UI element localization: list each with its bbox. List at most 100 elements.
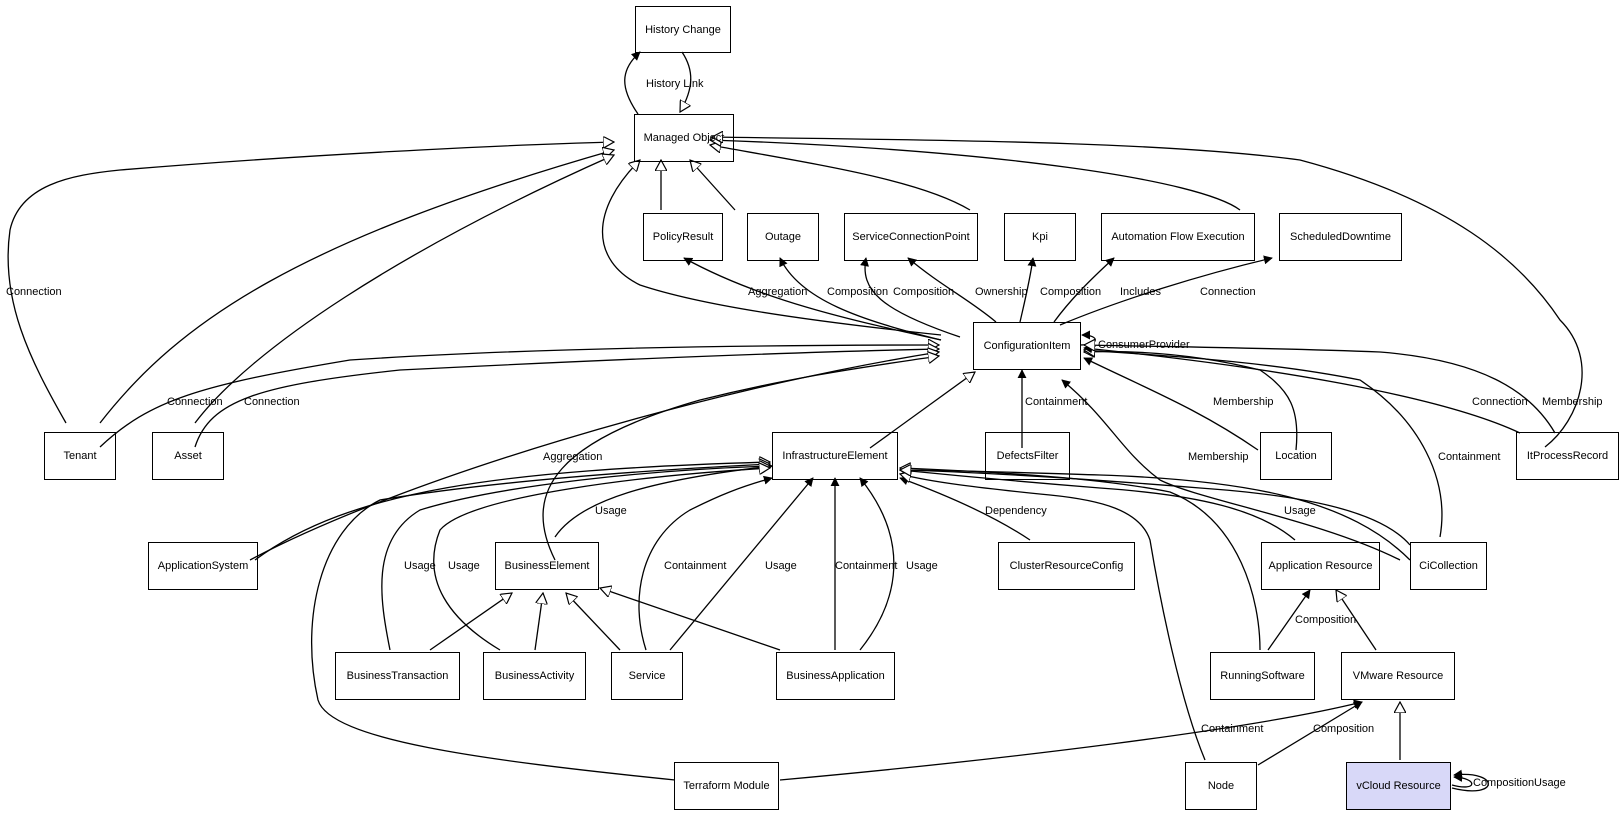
label-usage-appres: Usage [1284,505,1316,517]
node-tenant[interactable]: Tenant [44,432,116,480]
edge-service-bizel [566,593,621,651]
edge-ci-scp-comp [860,257,961,338]
label-consumer-provider: ConsumerProvider [1098,339,1190,351]
edge-kpi-mo [710,145,971,211]
edge-tenant-ci [99,345,939,448]
node-automation-flow-execution[interactable]: Automation Flow Execution [1101,213,1255,261]
edge-location-ci [1083,357,1259,451]
label-composition-vcloud: Composition [1473,777,1534,789]
label-composition-runsw: Composition [1295,614,1356,626]
edge-bizapp-infra-usage [859,477,895,651]
label-includes: Includes [1120,286,1161,298]
node-cluster-resource-config[interactable]: ClusterResourceConfig [998,542,1135,590]
edge-vcloud-self-usage [1451,769,1489,792]
label-composition-scp: Composition [893,286,954,298]
node-vmware-resource[interactable]: VMware Resource [1341,652,1455,700]
edge-ci-sched [1059,255,1273,326]
node-ci-collection[interactable]: CiCollection [1410,542,1487,590]
edge-bizel-ci [542,356,939,561]
node-business-transaction[interactable]: BusinessTransaction [335,652,460,700]
node-application-system[interactable]: ApplicationSystem [148,542,258,590]
edge-itprocess-ci [1083,344,1521,434]
edge-cicoll-ci-2 [1084,350,1443,538]
node-vcloud-resource[interactable]: vCloud Resource [1346,762,1451,810]
node-application-resource[interactable]: Application Resource [1261,542,1380,590]
label-usage-bizact: Usage [448,560,480,572]
label-membership-itprocess: Membership [1542,396,1603,408]
edge-ci-self [1079,330,1096,346]
label-membership-cicoll: Membership [1188,451,1249,463]
node-infrastructure-element[interactable]: InfrastructureElement [772,432,898,480]
edge-ci-scp-own [907,257,997,323]
edge-location-ci-2 [1084,352,1298,451]
edge-cicoll-infra-2 [900,470,1411,546]
edge-service-infra-usage [669,477,814,651]
edge-service-infra-contain [638,475,773,651]
edge-vcloud-self-comp [1451,772,1473,788]
edge-ci-mo [601,160,942,336]
edge-cicoll-infra [899,465,1411,561]
edge-appsys-ci [249,352,939,561]
node-business-application[interactable]: BusinessApplication [776,652,895,700]
edge-bizel-infra [554,466,772,538]
label-membership-location: Membership [1213,396,1274,408]
node-business-activity[interactable]: BusinessActivity [483,652,586,700]
node-policy-result[interactable]: PolicyResult [643,213,723,261]
label-ownership-scp: Ownership [975,286,1028,298]
edge-ci-kpi [1019,257,1037,323]
edge-appsys-infra [254,462,770,561]
edge-bizact-infra [433,468,770,651]
edge-itprocess-ci-2 [1084,345,1556,434]
edge-outage-mo [690,160,736,211]
edge-infra-ci [869,372,975,449]
edge-itprocess-mo [712,137,1583,448]
label-usage-vcloud: Usage [1534,777,1566,789]
label-containment-defects: Containment [1025,396,1087,408]
label-aggregation-policy: Aggregation [748,286,807,298]
node-terraform-module[interactable]: Terraform Module [674,762,779,810]
edge-asset-mo [194,155,614,424]
edge-tenant-mo-conn [7,142,614,424]
edge-history-link [624,51,641,115]
edge-cluster-infra [899,476,1031,541]
node-scheduled-downtime[interactable]: ScheduledDowntime [1279,213,1402,261]
label-usage-biztx: Usage [404,560,436,572]
label-usage-bizel: Usage [595,505,627,517]
edge-bizapp-bizel [600,588,781,651]
node-outage[interactable]: Outage [747,213,819,261]
node-running-software[interactable]: RunningSoftware [1210,652,1315,700]
node-defects-filter[interactable]: DefectsFilter [985,432,1070,480]
label-usage-service: Usage [765,560,797,572]
edge-biztx-bizel [429,593,512,651]
edge-ci-afe [1053,257,1115,323]
label-connection-itprocess: Connection [1472,396,1528,408]
node-business-element[interactable]: BusinessElement [495,542,599,590]
node-location[interactable]: Location [1260,432,1332,480]
label-dependency: Dependency [985,505,1047,517]
node-asset[interactable]: Asset [152,432,224,480]
label-aggregation-appsys: Aggregation [543,451,602,463]
node-managed-object[interactable]: Managed Object [634,114,734,162]
edge-biztx-infra [381,466,770,651]
node-service-connection-point[interactable]: ServiceConnectionPoint [844,213,978,261]
node-kpi[interactable]: Kpi [1004,213,1076,261]
node-history-change[interactable]: History Change [635,6,731,53]
label-containment-cicoll: Containment [1438,451,1500,463]
edge-node-infra [900,474,1206,761]
edge-tenant-mo [99,150,614,424]
label-composition-node: Composition [1313,723,1374,735]
label-history-link: History Link [646,78,704,90]
label-usage-bizapp: Usage [906,560,938,572]
node-service[interactable]: Service [611,652,683,700]
node-it-process-record[interactable]: ItProcessRecord [1516,432,1619,480]
edge-asset-ci [194,349,939,448]
edge-node-vmware [1257,701,1363,766]
edge-cicoll-ci [1061,379,1401,561]
edge-history-inherit [680,51,692,112]
label-composition-outage: Composition [827,286,888,298]
node-configuration-item[interactable]: ConfigurationItem [973,322,1081,370]
node-node[interactable]: Node [1185,762,1257,810]
label-containment-service: Containment [664,560,726,572]
label-connection-sched: Connection [1200,286,1256,298]
